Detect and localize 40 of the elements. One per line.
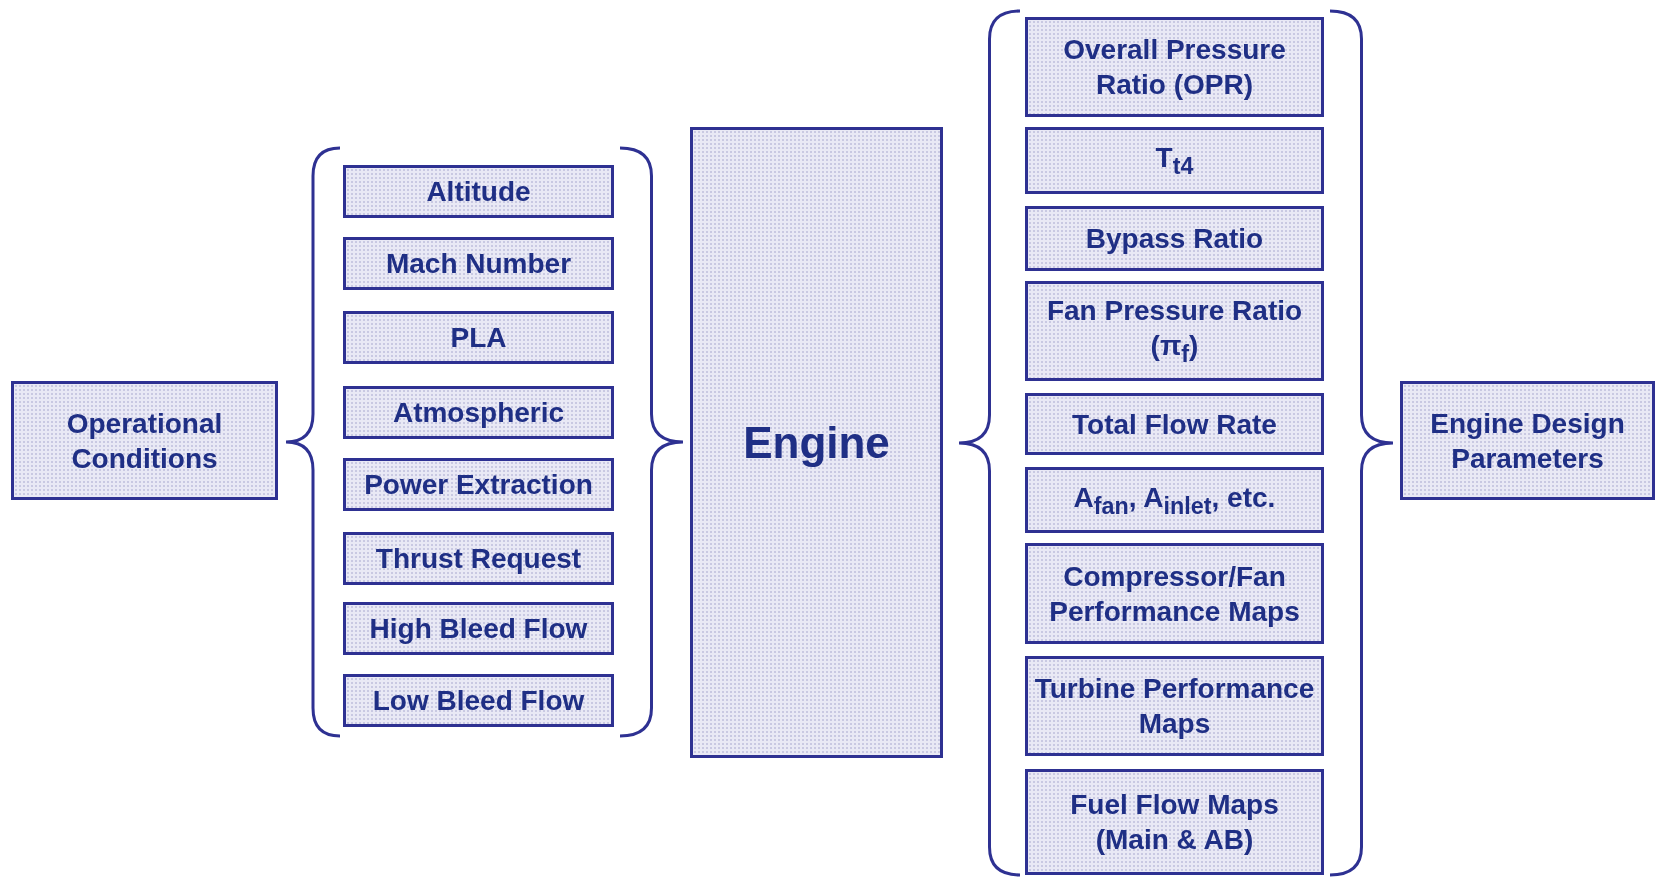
box-label: Fuel Flow Maps (Main & AB) [1069,788,1280,857]
parameter-box [343,237,614,290]
box-label: Operational Conditions [65,406,224,476]
box-label: Thrust Request [374,542,583,576]
box-label: PLA [449,321,508,355]
parameter-box [1025,467,1324,533]
box-label: Engine Design Parameters [1429,406,1626,476]
box-label: Total Flow Rate [1071,407,1278,442]
parameter-box [1025,281,1324,381]
engine-label: Engine [742,417,891,469]
output-box [1400,381,1655,500]
parameter-box [343,532,614,585]
box-label: Altitude [425,175,532,209]
parameter-box [343,602,614,655]
box-label: High Bleed Flow [368,612,589,646]
parameter-box [343,674,614,727]
box-label: Atmospheric [391,396,566,430]
box-label: Low Bleed Flow [371,684,586,718]
parameter-box [343,386,614,439]
parameter-box [1025,393,1324,455]
parameter-box [343,311,614,364]
box-label: Fan Pressure Ratio (π$_{f}$) [1045,294,1304,369]
box-label: A$_{fan}$, A$_{inlet}$, etc. [1072,480,1277,521]
box-label: Turbine Performance Maps [1033,672,1316,741]
box-label: Bypass Ratio [1084,222,1265,256]
parameter-box [343,458,614,511]
parameter-box [1025,656,1324,756]
parameter-box [1025,127,1324,194]
box-label: Power Extraction [363,468,594,502]
box-label: T$_{t4}$ [1154,141,1195,181]
input-box [11,381,278,500]
parameter-box [1025,543,1324,644]
parameter-box [1025,17,1324,117]
box-label: Overall Pressure Ratio (OPR) [1062,33,1287,102]
box-label: Mach Number [384,247,573,281]
box-label: Compressor/Fan Performance Maps [1048,559,1301,629]
parameter-box [1025,769,1324,875]
parameter-box [343,165,614,218]
parameter-box [1025,206,1324,271]
engine-box [690,127,943,758]
